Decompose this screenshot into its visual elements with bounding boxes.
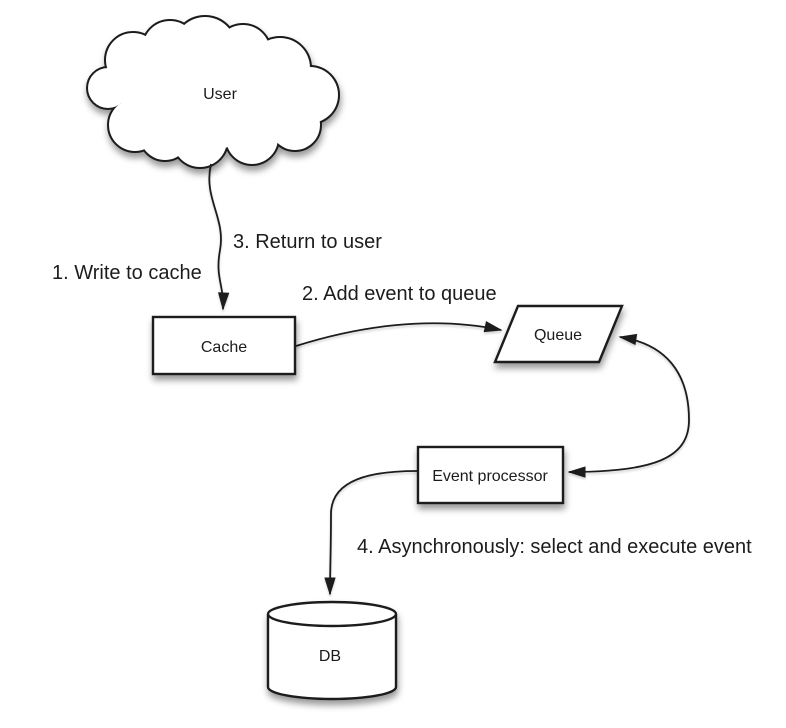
node-cache-label: Cache [201, 339, 247, 356]
node-db-cylinder [266, 600, 398, 701]
edge-label-return-to-user: 3. Return to user [233, 231, 382, 253]
edge-label-add-event-to-queue: 2. Add event to queue [302, 283, 497, 305]
edge-processor-to-db [324, 470, 418, 596]
node-queue-parallelogram [493, 304, 624, 364]
node-event-processor-label: Event processor [432, 468, 548, 485]
node-queue-label: Queue [534, 327, 582, 344]
node-cache-box [151, 315, 297, 376]
cloud-fill-mask [88, 17, 338, 167]
node-db-label: DB [319, 648, 341, 665]
edge-label-async-select-execute: 4. Asynchronously: select and execute ev… [357, 536, 752, 558]
node-user-label: User [203, 86, 237, 103]
edge-queue-to-processor [567, 419, 690, 478]
node-event-processor-box [416, 445, 565, 505]
edge-user-to-cache [208, 163, 230, 311]
node-user-cloud [86, 15, 340, 169]
edge-label-write-to-cache: 1. Write to cache [52, 262, 202, 284]
edge-processor-to-queue [618, 333, 690, 421]
edge-cache-to-queue [295, 321, 503, 347]
